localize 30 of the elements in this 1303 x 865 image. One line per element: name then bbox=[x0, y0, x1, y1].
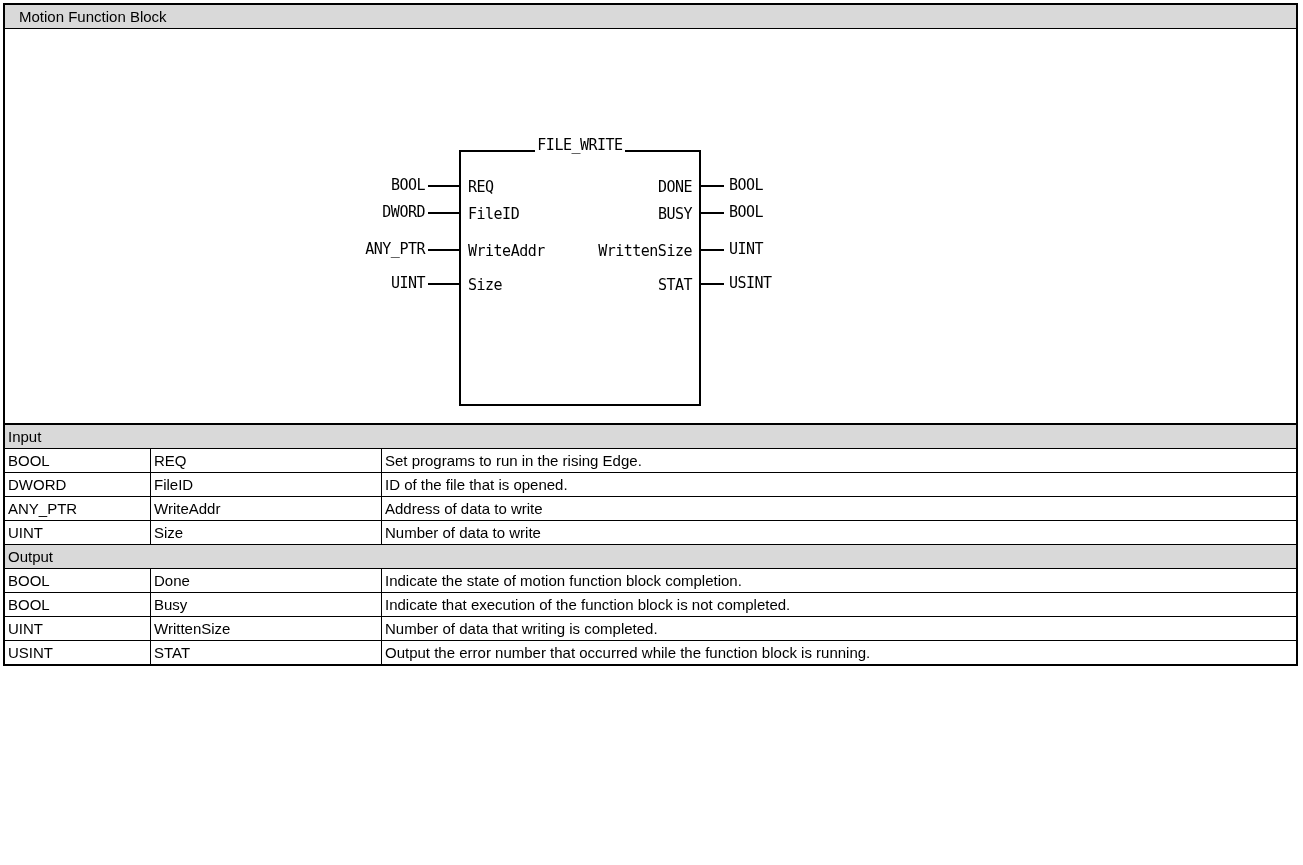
table-cell-text: USINT bbox=[7, 643, 54, 663]
pin-name: WrittenSize bbox=[598, 240, 699, 262]
data-type: UINT bbox=[390, 272, 428, 294]
data-type: UINT bbox=[724, 238, 764, 260]
data-type: BOOL bbox=[390, 174, 428, 196]
pin-name: Size bbox=[461, 274, 503, 296]
pin-name: STAT bbox=[657, 274, 699, 296]
table-cell-text: UINT bbox=[7, 523, 44, 543]
table-cell-text: UINT bbox=[7, 619, 44, 639]
pin-name: FileID bbox=[461, 203, 520, 225]
data-type: BOOL bbox=[724, 201, 764, 223]
data-type: DWORD bbox=[382, 201, 428, 223]
pin-name: REQ bbox=[461, 176, 494, 198]
table-cell: STAT bbox=[150, 641, 381, 664]
table-cell-text: ANY_PTR bbox=[7, 499, 79, 519]
table-cell: Output the error number that occurred while the function block is running. bbox=[381, 641, 1296, 664]
table-cell-text: DWORD bbox=[7, 475, 68, 495]
data-type: BOOL bbox=[724, 174, 764, 196]
section-header: Input bbox=[7, 427, 43, 447]
block-title: FILE_WRITE bbox=[535, 136, 625, 154]
table-header: Motion Function Block bbox=[5, 5, 1296, 29]
table-cell-text: BOOL bbox=[7, 571, 51, 591]
pin-name: BUSY bbox=[657, 203, 699, 225]
data-type: USINT bbox=[724, 272, 772, 294]
table-cell-text: BOOL bbox=[7, 451, 51, 471]
pin-name: WriteAddr bbox=[461, 240, 545, 262]
data-type: ANY_PTR bbox=[365, 238, 428, 260]
pin-name: DONE bbox=[657, 176, 699, 198]
table-cell-text: BOOL bbox=[7, 595, 51, 615]
section-header: Output bbox=[7, 547, 55, 567]
